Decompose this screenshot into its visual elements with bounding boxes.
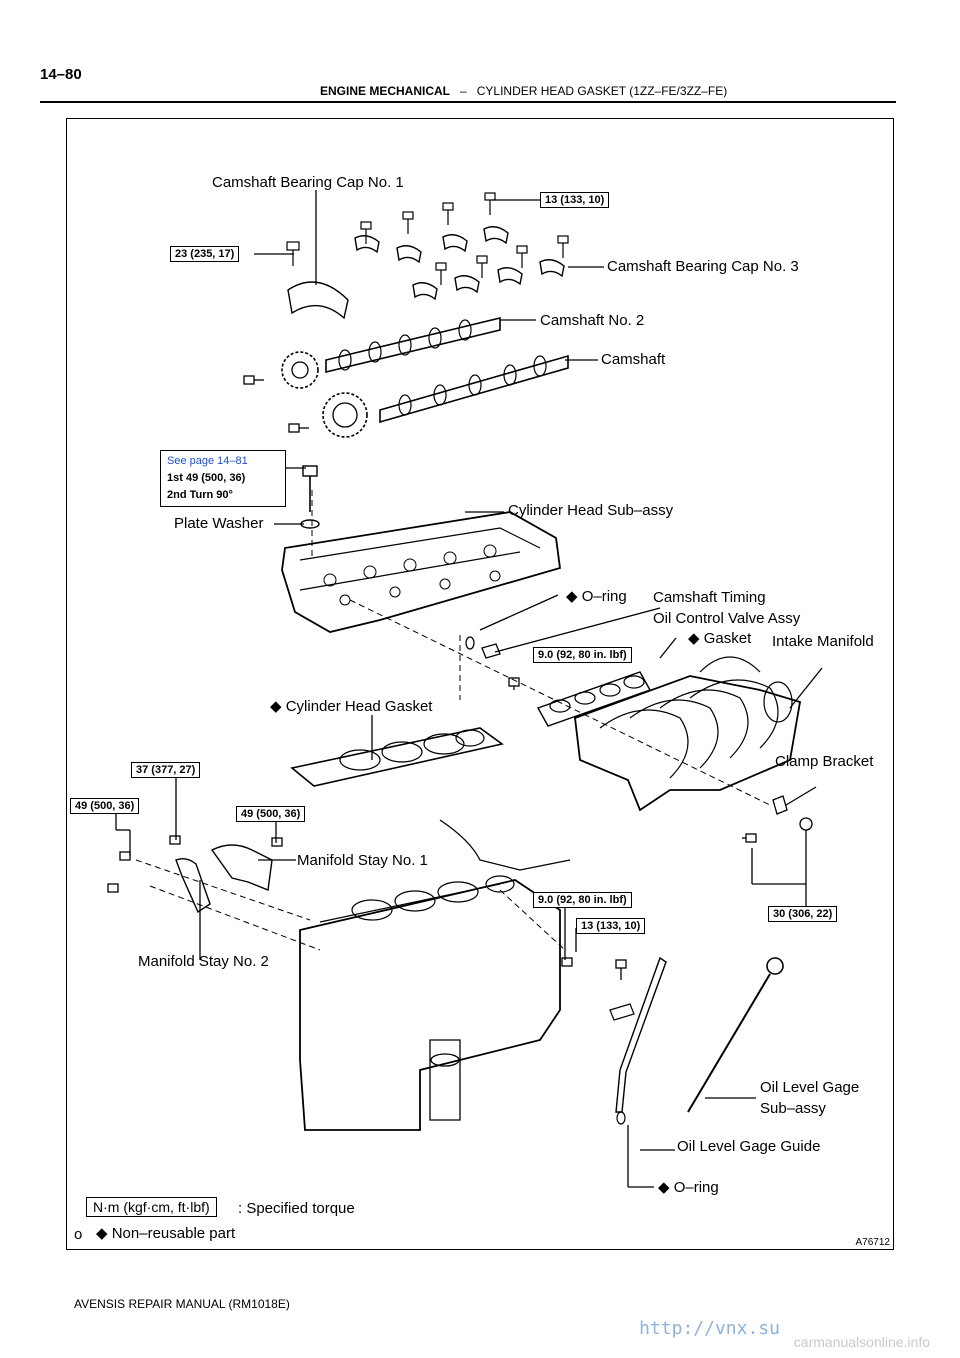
- label-timing-oil-control-valve: Camshaft Timing Oil Control Valve Assy: [653, 589, 801, 627]
- label-clamp-bracket: Clamp Bracket: [775, 753, 874, 770]
- torque-cap-no1-bolt: 23 (235, 17): [170, 246, 240, 262]
- legend-torque-unit: N·m (kgf·cm, ft·lbf): [86, 1197, 217, 1217]
- legend-torque-desc: : Specified torque: [238, 1200, 355, 1217]
- torque-cap-no3-bolt: 13 (133, 10): [540, 192, 610, 208]
- label-plate-washer: Plate Washer: [174, 515, 264, 532]
- label-manifold-stay-no1: Manifold Stay No. 1: [297, 852, 428, 869]
- torque-stay1-bolt: 49 (500, 36): [236, 806, 306, 822]
- torque-stay2-bolt-a: 37 (377, 27): [131, 762, 201, 778]
- figure-number: A76712: [855, 1237, 890, 1248]
- non-reusable-mark: ◆: [688, 630, 700, 647]
- legend-non-reusable: ◆ Non–reusable part: [96, 1225, 236, 1242]
- label-camshaft-no2: Camshaft No. 2: [540, 312, 645, 329]
- section-title: ENGINE MECHANICAL: [320, 84, 451, 98]
- label-gasket: ◆ Gasket: [688, 630, 752, 647]
- watermark-site: carmanualsonline.info: [793, 1334, 930, 1350]
- head-bolt-2nd: 2nd Turn 90°: [167, 489, 233, 501]
- label-cylinder-head-gasket: ◆ Cylinder Head Gasket: [270, 698, 433, 715]
- label-manifold-stay-no2: Manifold Stay No. 2: [138, 953, 269, 970]
- label-oil-level-gage: Oil Level Gage Sub–assy: [760, 1079, 860, 1117]
- label-o-ring-valve: ◆ O–ring: [566, 588, 627, 605]
- figure-frame: [66, 118, 894, 1250]
- torque-manifold-bolt: 9.0 (92, 80 in. lbf): [533, 647, 632, 663]
- label-camshaft-bearing-cap-no3: Camshaft Bearing Cap No. 3: [607, 258, 799, 275]
- torque-block-bolt: 9.0 (92, 80 in. lbf): [533, 892, 632, 908]
- label-camshaft-bearing-cap-no1: Camshaft Bearing Cap No. 1: [212, 174, 404, 191]
- section-separator: –: [460, 84, 467, 98]
- torque-clamp-bolt: 30 (306, 22): [768, 906, 838, 922]
- torque-head-bolt: See page 14–81 1st 49 (500, 36) 2nd Turn…: [160, 450, 286, 507]
- head-bolt-1st: 1st 49 (500, 36): [167, 472, 246, 484]
- non-reusable-mark: ◆: [566, 588, 578, 605]
- section-header: ENGINE MECHANICAL – CYLINDER HEAD GASKET…: [320, 84, 727, 98]
- footer-manual-title: AVENSIS REPAIR MANUAL (RM1018E): [74, 1297, 290, 1311]
- watermark-link[interactable]: http://vnx.su: [639, 1318, 780, 1339]
- label-camshaft: Camshaft: [601, 351, 666, 368]
- subsection-title: CYLINDER HEAD GASKET (1ZZ–FE/3ZZ–FE): [476, 84, 728, 98]
- see-page-link[interactable]: See page 14–81: [167, 455, 248, 467]
- label-cylinder-head-sub-assy: Cylinder Head Sub–assy: [508, 502, 674, 519]
- non-reusable-mark: ◆: [96, 1225, 108, 1242]
- torque-stay2-bolt-b: 49 (500, 36): [70, 798, 140, 814]
- torque-gage-guide-bolt: 13 (133, 10): [576, 918, 646, 934]
- legend-bullet: o: [74, 1226, 83, 1243]
- page-number: 14–80: [40, 66, 82, 83]
- label-o-ring-guide: ◆ O–ring: [658, 1179, 719, 1196]
- label-intake-manifold: Intake Manifold: [772, 633, 874, 650]
- label-oil-level-gage-guide: Oil Level Gage Guide: [677, 1138, 821, 1155]
- header-rule: [40, 101, 896, 103]
- non-reusable-mark: ◆: [658, 1179, 670, 1196]
- non-reusable-mark: ◆: [270, 698, 282, 715]
